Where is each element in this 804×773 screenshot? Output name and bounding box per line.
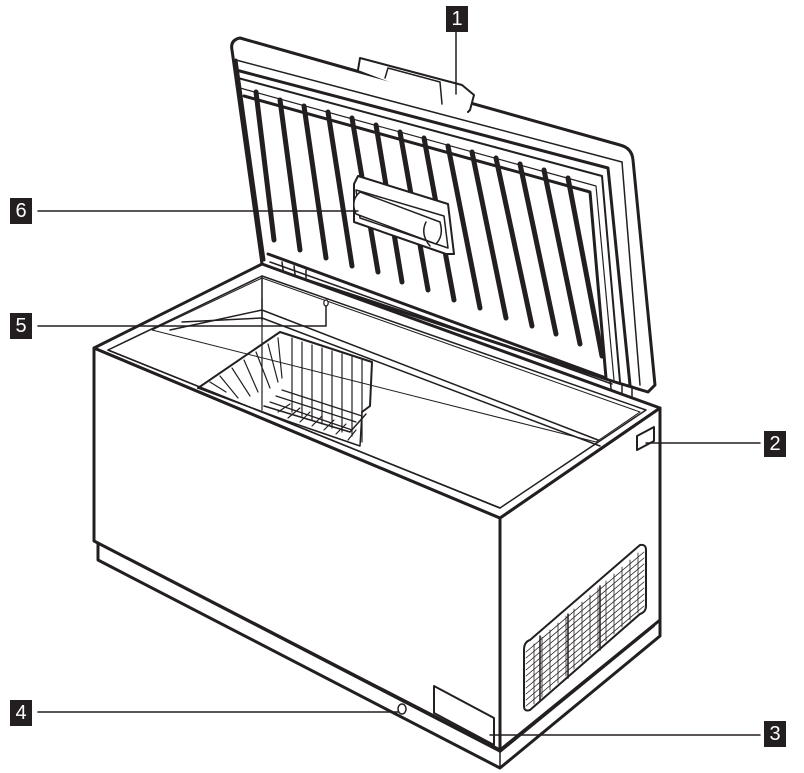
- lid: [230, 36, 657, 401]
- drain-plug[interactable]: [397, 703, 407, 715]
- lid-ribs: [253, 89, 605, 359]
- callout-1: 1: [446, 6, 468, 32]
- wire-basket: [197, 297, 373, 447]
- callout-4: 4: [10, 700, 32, 726]
- indicator-panel: [636, 426, 655, 451]
- callout-6: 6: [10, 198, 32, 224]
- interior-light: [323, 299, 329, 307]
- leader-lines: [37, 29, 761, 736]
- callout-2: 2: [764, 431, 786, 457]
- freezer-body: [92, 262, 662, 770]
- rating-plate: [433, 685, 495, 746]
- callout-3: 3: [764, 721, 786, 747]
- inner-lid-handle[interactable]: [353, 175, 455, 255]
- lid-top-handle[interactable]: [357, 57, 475, 113]
- callout-5: 5: [10, 313, 32, 339]
- condenser-grille: [523, 543, 647, 712]
